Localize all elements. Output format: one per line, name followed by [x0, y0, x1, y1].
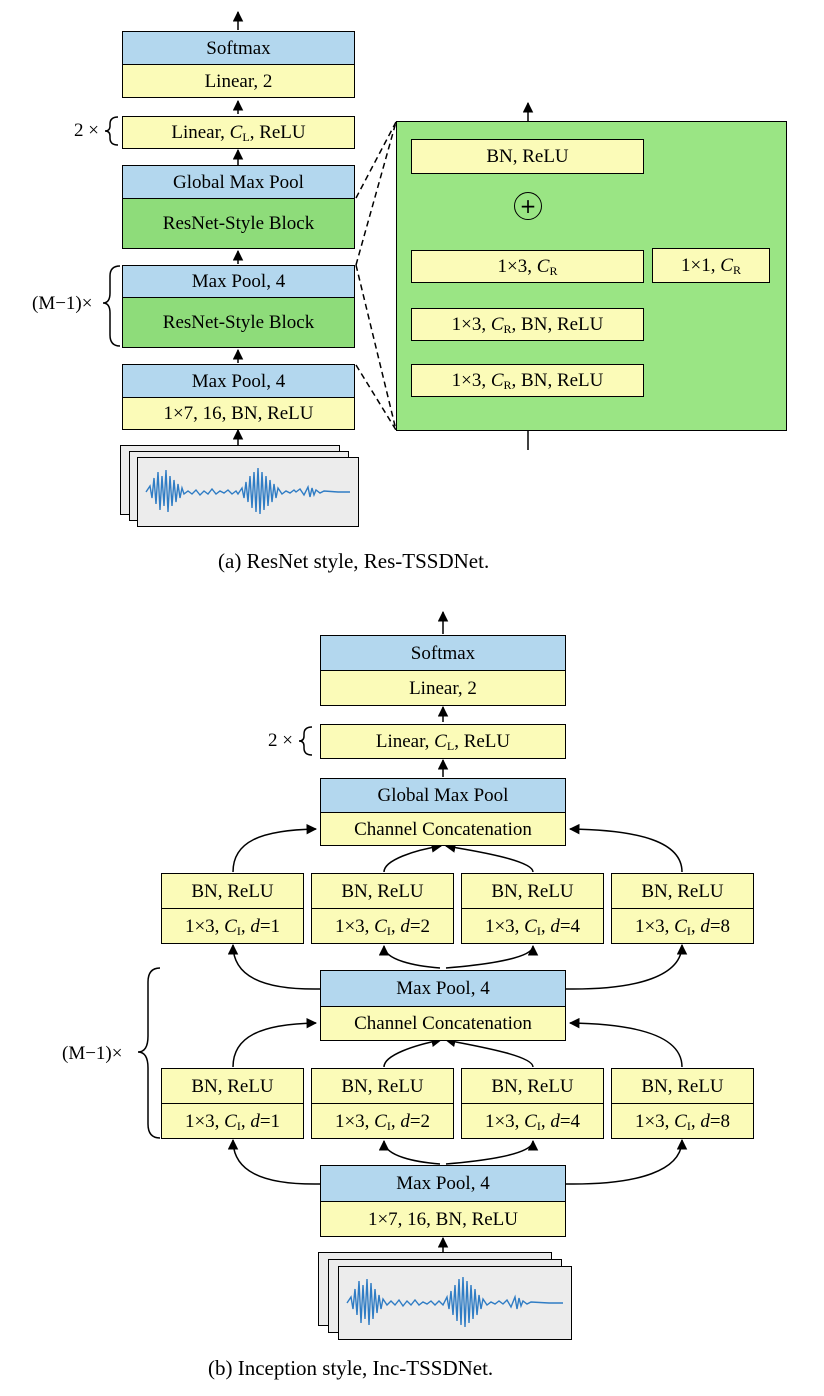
softmax-label-a: Softmax: [206, 37, 271, 59]
softmax-layer-b: Softmax: [320, 635, 566, 671]
waveform-sheet-front-b: [338, 1266, 572, 1340]
waveform-icon: [145, 467, 350, 515]
resnet-block-1: ResNet-Style Block: [122, 198, 355, 249]
upper-branch-1-conv: 1×3, CI, d=1: [161, 908, 304, 944]
channel-concat-upper-label: Channel Concatenation: [354, 818, 532, 840]
resnet-block-2-label: ResNet-Style Block: [162, 312, 315, 333]
block-conv3-bn-relu-1: 1×3, CR, BN, ReLU: [411, 364, 644, 397]
repeat-label-a: (M−1)×: [32, 293, 93, 314]
lower-branch-1-conv: 1×3, CI, d=1: [161, 1103, 304, 1139]
caption-b: (b) Inception style, Inc-TSSDNet.: [208, 1356, 494, 1380]
max-pool-repeat-a: Max Pool, 4: [122, 265, 355, 298]
softmax-layer-a: Softmax: [122, 31, 355, 65]
block-conv3-cr-label: 1×3, CR: [497, 256, 558, 278]
lower-branch-4-conv: 1×3, CI, d=8: [611, 1103, 754, 1139]
lower-branch-2-conv-label: 1×3, CI, d=2: [334, 1110, 431, 1133]
upper-branch-4-bn-label: BN, ReLU: [641, 880, 724, 902]
channel-concat-lower-label: Channel Concatenation: [354, 1013, 532, 1034]
lower-branch-3-conv-label: 1×3, CI, d=4: [484, 1110, 581, 1133]
linear2-label-a: Linear, 2: [204, 70, 273, 92]
block-conv3-cr: 1×3, CR: [411, 250, 644, 283]
global-max-pool-b: Global Max Pool: [320, 778, 566, 813]
max-pool-first-a: Max Pool, 4: [122, 364, 355, 398]
max-pool-middle-b: Max Pool, 4: [320, 970, 566, 1007]
upper-branch-3-conv-label: 1×3, CI, d=4: [484, 915, 581, 938]
global-max-pool-label-b: Global Max Pool: [377, 785, 509, 806]
upper-branch-4-conv: 1×3, CI, d=8: [611, 908, 754, 944]
waveform-trace-b: [346, 1276, 563, 1328]
linear2-layer-b: Linear, 2: [320, 670, 566, 706]
lower-branch-3-conv: 1×3, CI, d=4: [461, 1103, 604, 1139]
lower-branch-4-conv-label: 1×3, CI, d=8: [634, 1110, 731, 1133]
waveform-icon-b: [346, 1276, 563, 1328]
upper-branch-2-conv: 1×3, CI, d=2: [311, 908, 454, 944]
conv-first-label-b: 1×7, 16, BN, ReLU: [367, 1208, 519, 1230]
linear2-label-b: Linear, 2: [409, 677, 477, 699]
upper-branch-2-bn: BN, ReLU: [311, 873, 454, 909]
upper-branch-2-conv-label: 1×3, CI, d=2: [334, 915, 431, 938]
max-pool-middle-label-b: Max Pool, 4: [396, 978, 490, 999]
lower-branch-2-bn: BN, ReLU: [311, 1068, 454, 1104]
max-pool-bottom-label-b: Max Pool, 4: [396, 1173, 490, 1194]
lower-branch-1-conv-label: 1×3, CI, d=1: [184, 1110, 281, 1133]
linear-cl-layer-a: Linear, CL, ReLU: [122, 116, 355, 149]
linear-cl-label-a: Linear, CL, ReLU: [171, 122, 306, 144]
upper-branch-1-bn-label: BN, ReLU: [191, 880, 274, 902]
upper-branch-3-bn-label: BN, ReLU: [491, 880, 574, 902]
linear-cl-count-a: 2 ×: [74, 120, 99, 141]
lower-branch-2-bn-label: BN, ReLU: [341, 1075, 424, 1097]
block-conv3-bn-relu-1-label: 1×3, CR, BN, ReLU: [451, 370, 604, 392]
lower-branch-2-conv: 1×3, CI, d=2: [311, 1103, 454, 1139]
lower-branch-4-bn-label: BN, ReLU: [641, 1075, 724, 1097]
caption-a: (a) ResNet style, Res-TSSDNet.: [218, 549, 490, 573]
add-icon: +: [514, 192, 542, 220]
softmax-label-b: Softmax: [410, 642, 476, 664]
linear-cl-label-b: Linear, CL, ReLU: [375, 731, 511, 753]
block-conv1-cr: 1×1, CR: [652, 248, 770, 283]
block-bn-relu: BN, ReLU: [411, 139, 644, 174]
max-pool-bottom-b: Max Pool, 4: [320, 1165, 566, 1202]
block-bn-relu-label: BN, ReLU: [486, 146, 569, 167]
lower-branch-4-bn: BN, ReLU: [611, 1068, 754, 1104]
waveform-sheet-front: [137, 457, 359, 527]
lower-branch-3-bn-label: BN, ReLU: [491, 1075, 574, 1097]
block-conv3-bn-relu-2-label: 1×3, CR, BN, ReLU: [451, 314, 604, 336]
linear2-layer-a: Linear, 2: [122, 64, 355, 98]
upper-branch-1-conv-label: 1×3, CI, d=1: [184, 915, 281, 938]
waveform-trace: [145, 467, 350, 515]
block-conv3-bn-relu-2: 1×3, CR, BN, ReLU: [411, 308, 644, 341]
upper-branch-3-conv: 1×3, CI, d=4: [461, 908, 604, 944]
upper-branch-3-bn: BN, ReLU: [461, 873, 604, 909]
max-pool-repeat-label-a: Max Pool, 4: [191, 271, 286, 292]
upper-branch-4-bn: BN, ReLU: [611, 873, 754, 909]
linear-cl-count-b: 2 ×: [268, 730, 293, 751]
lower-branch-1-bn-label: BN, ReLU: [191, 1075, 274, 1097]
global-max-pool-a: Global Max Pool: [122, 165, 355, 199]
block-conv1-cr-label: 1×1, CR: [681, 255, 741, 277]
channel-concat-lower: Channel Concatenation: [320, 1006, 566, 1041]
upper-branch-2-bn-label: BN, ReLU: [341, 880, 424, 902]
linear-cl-layer-b: Linear, CL, ReLU: [320, 724, 566, 759]
global-max-pool-label-a: Global Max Pool: [173, 171, 304, 193]
max-pool-first-label-a: Max Pool, 4: [191, 370, 286, 392]
upper-branch-1-bn: BN, ReLU: [161, 873, 304, 909]
resnet-block-2: ResNet-Style Block: [122, 297, 355, 348]
resnet-block-1-label: ResNet-Style Block: [162, 213, 315, 234]
lower-branch-1-bn: BN, ReLU: [161, 1068, 304, 1104]
conv-first-a: 1×7, 16, BN, ReLU: [122, 397, 355, 430]
channel-concat-upper: Channel Concatenation: [320, 812, 566, 846]
lower-branch-3-bn: BN, ReLU: [461, 1068, 604, 1104]
repeat-label-b: (M−1)×: [62, 1043, 123, 1064]
conv-first-b: 1×7, 16, BN, ReLU: [320, 1201, 566, 1237]
conv-first-label-a: 1×7, 16, BN, ReLU: [163, 403, 314, 424]
upper-branch-4-conv-label: 1×3, CI, d=8: [634, 915, 731, 938]
